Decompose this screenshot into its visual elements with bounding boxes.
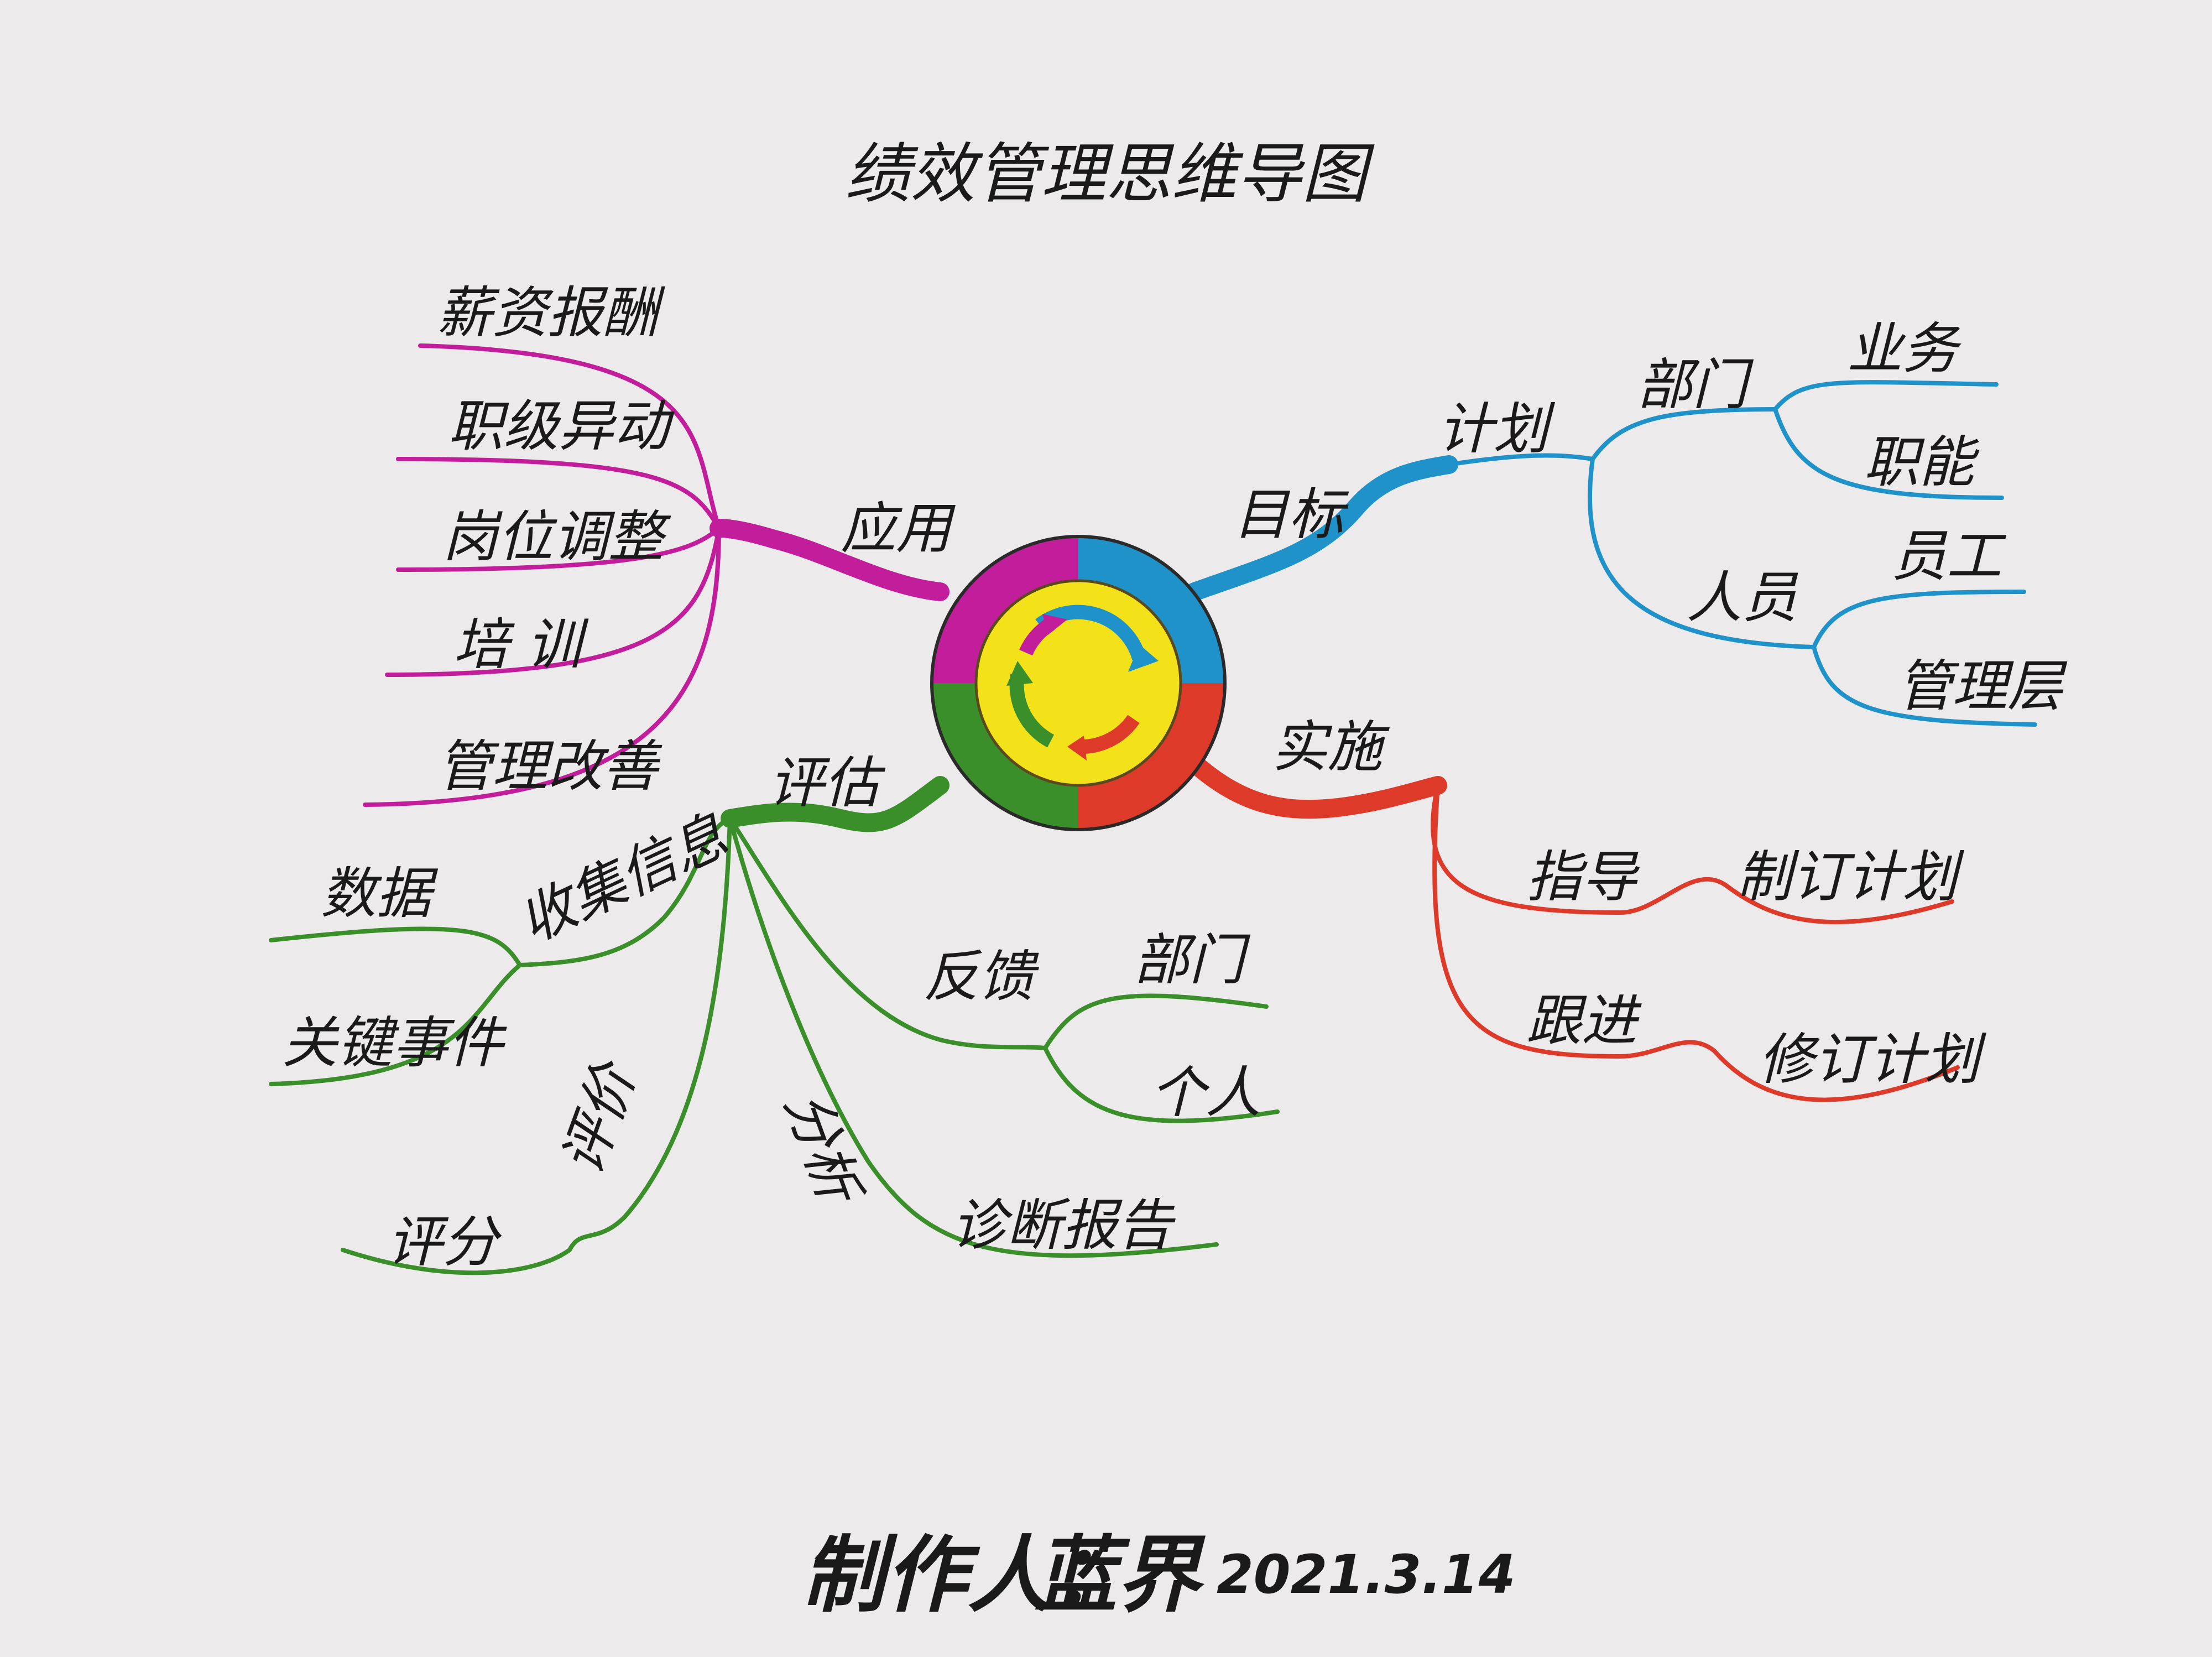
collect-item-link-2	[269, 963, 522, 1086]
application-item: 培 训	[453, 612, 589, 677]
center-wheel	[930, 535, 1227, 831]
feedback-item: 个人	[1150, 1060, 1261, 1125]
application-link-5	[363, 526, 721, 807]
application-label: 应用	[841, 496, 956, 561]
collect-item: 关键事件	[282, 1010, 507, 1075]
personnel-item: 员工	[1891, 524, 2007, 588]
collect-label: 收集信息	[509, 803, 737, 955]
feedback-link	[728, 816, 1047, 1050]
application-branch: 应用 薪资报酬 职级异动 岗位调整 培 训 管理改善	[363, 280, 956, 807]
assess-item: 评分	[387, 1210, 502, 1274]
arrow-head-green	[1006, 661, 1033, 686]
collect-link	[518, 816, 732, 967]
evaluate-label: 评估	[769, 751, 886, 815]
implement-branch: 实施 指导 制订计划 跟进 修订计划	[1185, 715, 1987, 1102]
application-link-1	[418, 343, 721, 530]
dept-item-link-1	[1773, 380, 1999, 411]
arrow-red	[1078, 715, 1140, 754]
application-item: 职级异动	[448, 394, 675, 458]
author-name: 蓝界	[1034, 1528, 1206, 1624]
analysis-link	[728, 816, 1219, 1258]
arrow-blue	[1035, 605, 1146, 660]
analysis-item: 诊断报告	[951, 1193, 1176, 1258]
author-label: 制作人：	[802, 1528, 1134, 1624]
guide-label: 指导	[1526, 845, 1640, 909]
personnel-label: 人员	[1687, 565, 1798, 630]
application-link-2	[396, 457, 721, 530]
department-link	[1590, 407, 1777, 461]
feedback-item-link-2	[1043, 1046, 1280, 1123]
collect-item: 数据	[321, 861, 439, 926]
feedback-item: 部门	[1134, 927, 1251, 992]
application-item: 管理改善	[437, 734, 662, 799]
application-trunk	[709, 519, 950, 601]
feedback-item-link-1	[1043, 993, 1269, 1050]
pers-item-link-2	[1812, 645, 2037, 727]
evaluate-branch: 评估 收集信息 数据 关键事件 反馈 部门 个人 分析 诊断报告 评价 评分	[269, 751, 1280, 1275]
goal-label: 目标	[1233, 482, 1349, 547]
feedback-label: 反馈	[924, 944, 1039, 1009]
implement-trunk	[1185, 754, 1447, 819]
assess-label: 评价	[549, 1052, 649, 1182]
cycle-arrows-icon	[1006, 605, 1159, 760]
follow-label: 跟进	[1526, 988, 1642, 1053]
footer: 制作人： 蓝界 2021.3.14	[802, 1528, 1516, 1624]
collect-item-link-1	[269, 926, 522, 967]
guide-link	[1431, 783, 1954, 925]
arrow-green	[1009, 673, 1055, 748]
department-item: 业务	[1847, 316, 1962, 381]
assess-link	[341, 816, 732, 1275]
personnel-link	[1587, 457, 1816, 649]
evaluate-trunk	[721, 776, 950, 832]
implement-label: 实施	[1272, 715, 1390, 779]
arrow-head-red	[1067, 736, 1087, 760]
application-link-4	[385, 526, 721, 677]
follow-item: 修订计划	[1759, 1027, 1987, 1092]
map-title: 绩效管理思维导图	[845, 136, 1375, 212]
department-label: 部门	[1637, 352, 1754, 417]
dept-item-link-2	[1773, 407, 2004, 500]
department-item: 职能	[1864, 430, 1980, 494]
goal-trunk	[1185, 455, 1458, 601]
personnel-item: 管理层	[1897, 654, 2068, 718]
wheel-outline	[930, 535, 1227, 831]
arrow-head-magenta	[1042, 614, 1067, 635]
application-item: 岗位调整	[442, 504, 671, 569]
follow-link	[1432, 783, 1960, 1102]
footer-date: 2021.3.14	[1217, 1544, 1516, 1606]
goal-branch: 目标 计划 部门 人员 业务 职能 员工 管理层	[1185, 316, 2068, 727]
application-item: 薪资报酬	[437, 280, 665, 345]
guide-item: 制订计划	[1736, 845, 1965, 909]
pers-item-link-1	[1812, 590, 2026, 649]
plan-label: 计划	[1438, 397, 1556, 461]
plan-link	[1447, 453, 1595, 467]
arrow-head-blue	[1128, 644, 1159, 672]
application-link-3	[396, 526, 721, 572]
